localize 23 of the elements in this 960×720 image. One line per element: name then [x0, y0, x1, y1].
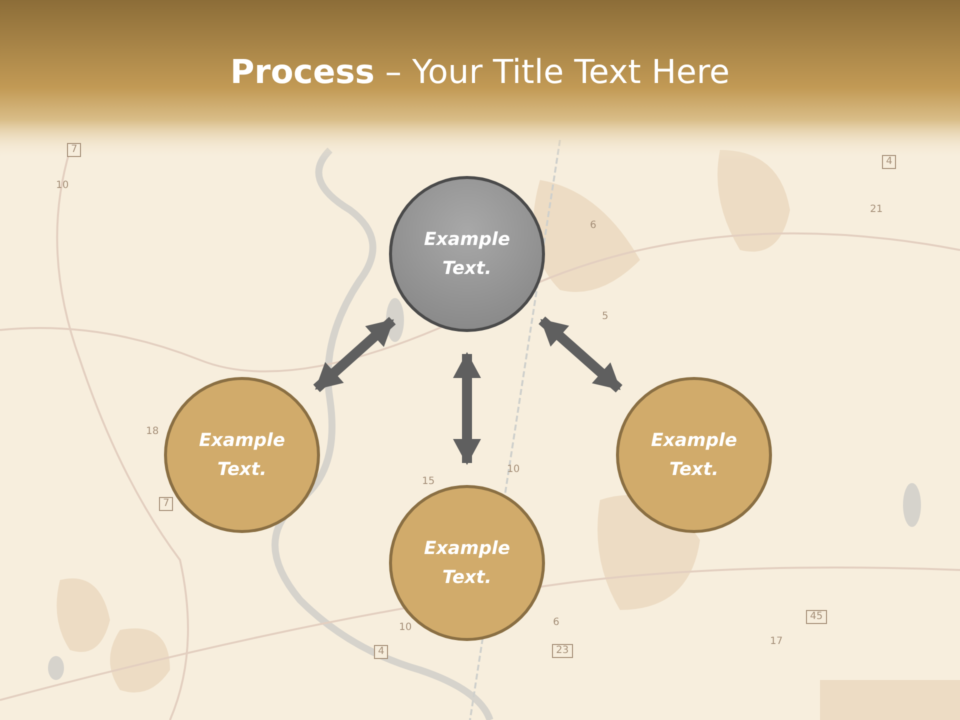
route-sign: 4	[882, 155, 896, 169]
route-sign: 23	[552, 644, 573, 658]
double-arrow	[453, 352, 481, 465]
double-arrow	[538, 316, 622, 392]
map-number: 6	[590, 220, 596, 232]
node-text: Example Text.	[422, 228, 512, 281]
map-number: 6	[553, 617, 560, 629]
route-sign: 7	[67, 143, 82, 157]
route-sign: 45	[806, 610, 827, 624]
map-number: 15	[422, 476, 435, 488]
map-number: 21	[870, 204, 883, 216]
title: Process – Your Title Text Here	[229, 52, 731, 91]
node-text: Example Text.	[422, 537, 512, 590]
node-text: Example Text.	[650, 429, 738, 482]
route-sign: 4	[374, 645, 388, 659]
map-number: 17	[770, 636, 783, 648]
double-arrow	[313, 316, 396, 392]
map-number: 10	[507, 464, 520, 476]
map-number: 10	[399, 622, 412, 634]
map-number: 5	[602, 311, 608, 323]
node-text: Example Text.	[198, 429, 286, 482]
map-number: 10	[56, 180, 69, 192]
map-number: 18	[146, 426, 159, 438]
